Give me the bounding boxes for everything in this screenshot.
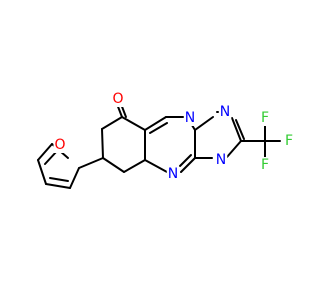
- pyrimidine-nitrogen-label: N: [168, 166, 178, 182]
- bond-layer: [37, 103, 281, 189]
- bond: [231, 117, 242, 142]
- bond: [144, 116, 167, 131]
- triazole-nitrogen-label: N: [216, 152, 226, 168]
- atom-label-background: [111, 91, 125, 107]
- fluorine-label: F: [261, 157, 269, 173]
- bond: [179, 154, 192, 167]
- bond: [37, 159, 47, 185]
- bond: [149, 122, 168, 134]
- bond: [45, 183, 71, 189]
- bond: [101, 128, 104, 159]
- bond: [102, 157, 125, 173]
- molecule-diagram: O O N N N N F F F: [37, 91, 295, 189]
- fluorine-label: F: [261, 110, 269, 126]
- bond: [121, 116, 146, 131]
- bond: [123, 159, 146, 173]
- atom-label-background: [183, 110, 197, 126]
- structure-svg: O O N N N N F F F: [37, 91, 295, 189]
- bond: [101, 116, 123, 130]
- bond: [69, 167, 80, 189]
- carbonyl-oxygen-label: O: [112, 91, 123, 107]
- bond: [37, 143, 53, 161]
- bond: [226, 140, 242, 158]
- bond: [194, 116, 214, 131]
- atom-label-background: [259, 157, 271, 173]
- atom-label-background: [259, 110, 271, 126]
- fluorine-label: F: [285, 133, 293, 149]
- bond: [44, 150, 58, 165]
- atom-label-background: [53, 137, 67, 153]
- atom-label-background: [283, 133, 295, 149]
- bond: [49, 177, 69, 182]
- bond: [180, 157, 196, 173]
- triazole-nitrogen-label: N: [220, 104, 230, 120]
- pyrimidine-nitrogen-label: N: [185, 110, 195, 126]
- furan-oxygen-label: O: [54, 137, 65, 153]
- bond: [78, 157, 104, 169]
- bond: [235, 119, 245, 140]
- atom-label-background: [166, 166, 180, 182]
- atom-label-background: [214, 152, 228, 168]
- atom-label-background: [218, 104, 232, 120]
- atom-label-layer: O O N N N N F F F: [53, 91, 295, 182]
- bond: [144, 159, 168, 173]
